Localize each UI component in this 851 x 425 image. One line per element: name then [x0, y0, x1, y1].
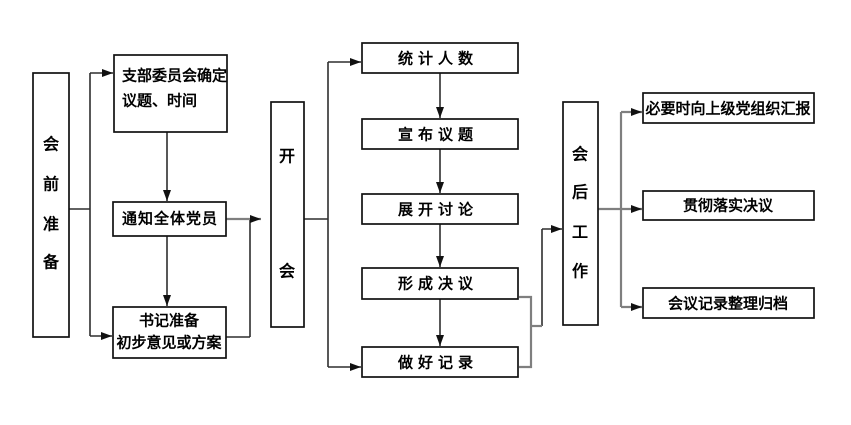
archive-records-node: 会议记录整理归档 — [642, 287, 815, 319]
discussion-label: 展开讨论 — [398, 201, 478, 219]
count-attendance-box — [361, 42, 519, 74]
secretary-prepare-box — [112, 306, 227, 359]
notify-members-label: 通知全体党员 — [122, 210, 218, 228]
announce-topics-node: 宣布议题 — [361, 118, 519, 150]
post-meeting-stage-char: 工 — [572, 225, 588, 242]
count-attendance-node: 统计人数 — [361, 42, 519, 74]
pre-meeting-stage-box — [32, 72, 70, 338]
records-box — [361, 346, 519, 378]
connectors-black — [69, 58, 562, 371]
archive-records-label: 会议记录整理归档 — [668, 295, 788, 313]
secretary-prepare-line1: 书记准备 — [139, 312, 200, 330]
pre-meeting-stage-char: 准 — [43, 215, 59, 234]
report-superior-box — [642, 92, 815, 124]
meeting-stage-node: 开 会 — [270, 101, 305, 328]
post-meeting-stage-box — [562, 101, 599, 326]
secretary-prepare-line2: 初步意见或方案 — [116, 334, 222, 352]
records-label: 做好记录 — [397, 354, 478, 372]
resolution-box — [361, 267, 519, 300]
committee-decide-node: 支部委员会确定 议题、时间 — [113, 54, 228, 133]
notify-members-box — [112, 201, 227, 237]
discussion-node: 展开讨论 — [361, 193, 519, 225]
report-superior-label: 必要时向上级党组织汇报 — [644, 100, 810, 118]
discussion-box — [361, 193, 519, 225]
connectors-gray — [226, 108, 642, 369]
committee-decide-line1: 支部委员会确定 — [121, 67, 227, 85]
connector-resolution-records-bracket — [519, 295, 533, 369]
meeting-stage-char: 会 — [279, 262, 295, 281]
post-meeting-stage-char: 后 — [572, 184, 588, 202]
post-meeting-stage-char: 会 — [572, 145, 588, 164]
announce-topics-box — [361, 118, 519, 150]
implement-resolution-node: 贯彻落实决议 — [642, 190, 815, 221]
pre-meeting-stage-char: 前 — [43, 175, 59, 194]
meeting-stage-char: 开 — [279, 148, 295, 166]
report-superior-node: 必要时向上级党组织汇报 — [642, 92, 815, 124]
post-meeting-stage-node: 会 后 工 作 — [562, 101, 599, 326]
committee-decide-box — [113, 54, 228, 133]
notify-members-node: 通知全体党员 — [112, 201, 227, 237]
pre-meeting-stage-char: 备 — [42, 253, 60, 272]
announce-topics-label: 宣布议题 — [398, 126, 478, 144]
count-attendance-label: 统计人数 — [398, 50, 478, 68]
archive-records-box — [642, 287, 815, 319]
pre-meeting-stage-char: 会 — [43, 135, 59, 154]
meeting-stage-box — [270, 101, 305, 328]
pre-meeting-stage-node: 会 前 准 备 — [32, 72, 70, 338]
resolution-node: 形成决议 — [361, 267, 519, 300]
committee-decide-line2: 议题、时间 — [122, 92, 197, 110]
resolution-label: 形成决议 — [398, 275, 478, 293]
post-meeting-stage-char: 作 — [572, 262, 588, 281]
records-node: 做好记录 — [361, 346, 519, 378]
secretary-prepare-node: 书记准备 初步意见或方案 — [112, 306, 227, 359]
implement-resolution-box — [642, 190, 815, 221]
implement-resolution-label: 贯彻落实决议 — [683, 197, 774, 215]
